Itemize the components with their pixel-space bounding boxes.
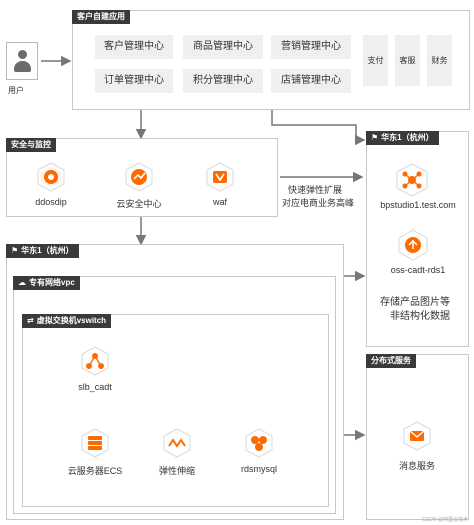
bpstudio-network-icon [396, 163, 428, 197]
oss-label: oss-cadt-rds1 [390, 265, 446, 275]
app-tile-marketing[interactable]: 营销管理中心 [271, 35, 351, 59]
vpc-title-text: 专有网络vpc [29, 278, 75, 287]
app-tile-order[interactable]: 订单管理中心 [95, 69, 173, 93]
user-icon-box [6, 42, 38, 80]
rds-label: rdsmysql [240, 464, 278, 474]
storage-note-line1: 存储产品图片等 [380, 297, 450, 308]
apps-group-title: 客户自建应用 [72, 10, 130, 24]
oss-storage-icon [398, 229, 428, 261]
mns-label: 消息服务 [398, 461, 436, 471]
app-tile-customer[interactable]: 客户管理中心 [95, 35, 173, 59]
cloud-security-label: 云安全中心 [116, 199, 162, 209]
app-tile-payment[interactable]: 支付 [363, 35, 388, 86]
app-tile-service[interactable]: 客服 [395, 35, 420, 86]
vpc-title: ☁专有网络vpc [13, 276, 80, 290]
right-region-title-text: 华东1（杭州） [381, 133, 434, 142]
security-group-title: 安全与监控 [6, 138, 56, 152]
ddos-shield-icon [37, 162, 65, 192]
main-region-title: ⚑华东1（杭州） [6, 244, 79, 258]
switch-icon: ⇄ [27, 316, 34, 325]
ecs-server-icon [81, 428, 109, 458]
app-tile-points[interactable]: 积分管理中心 [183, 69, 263, 93]
autoscaling-label: 弹性伸缩 [158, 466, 196, 476]
vswitch-title: ⇄虚拟交换机vswitch [22, 314, 112, 328]
mns-node[interactable] [403, 421, 431, 451]
user-head-shape [18, 50, 27, 59]
waf-node[interactable] [206, 162, 234, 192]
waf-icon [206, 162, 234, 192]
app-tile-finance[interactable]: 财务 [427, 35, 452, 86]
cloud-icon: ☁ [18, 278, 26, 287]
region-flag-icon: ⚑ [371, 133, 379, 142]
storage-note-line2: 非结构化数据 [390, 311, 450, 322]
app-tile-product[interactable]: 商品管理中心 [183, 35, 263, 59]
user-label: 用户 [8, 86, 24, 95]
region-flag-icon: ⚑ [11, 246, 19, 255]
slb-load-balancer-icon [81, 346, 109, 376]
elastic-note-line2: 对应电商业务高峰 [282, 198, 355, 208]
security-center-icon [125, 162, 153, 192]
oss-node[interactable] [398, 229, 428, 261]
watermark: CSDN @阿里云技术 [422, 517, 468, 523]
slb-label: slb_cadt [78, 382, 112, 392]
bpstudio-label: bpstudio1.test.com [380, 200, 456, 210]
main-region-title-text: 华东1（杭州） [21, 246, 74, 255]
rds-database-icon [245, 428, 273, 458]
elastic-note-line1: 快速弹性扩展 [288, 185, 343, 195]
waf-label: waf [212, 197, 228, 207]
user-body-shape [14, 61, 31, 72]
autoscaling-icon [163, 428, 191, 458]
distributed-group-title: 分布式服务 [366, 354, 416, 368]
vswitch-group: ⇄虚拟交换机vswitch [22, 314, 329, 507]
vswitch-title-text: 虚拟交换机vswitch [36, 316, 107, 325]
ecs-label: 云服务器ECS [67, 466, 123, 476]
ddosdip-label: ddosdip [35, 197, 67, 207]
message-service-icon [403, 421, 431, 451]
right-region-title: ⚑华东1（杭州） [366, 131, 439, 145]
slb-node[interactable] [81, 346, 109, 376]
ecs-node[interactable] [81, 428, 109, 458]
cloud-security-node[interactable] [125, 162, 153, 192]
rds-node[interactable] [245, 428, 273, 458]
app-tile-store[interactable]: 店铺管理中心 [271, 69, 351, 93]
ddosdip-node[interactable] [37, 162, 65, 192]
bpstudio-node[interactable] [396, 163, 428, 197]
apps-group: 客户自建应用 客户管理中心 商品管理中心 营销管理中心 订单管理中心 积分管理中… [72, 10, 470, 110]
autoscaling-node[interactable] [163, 428, 191, 458]
